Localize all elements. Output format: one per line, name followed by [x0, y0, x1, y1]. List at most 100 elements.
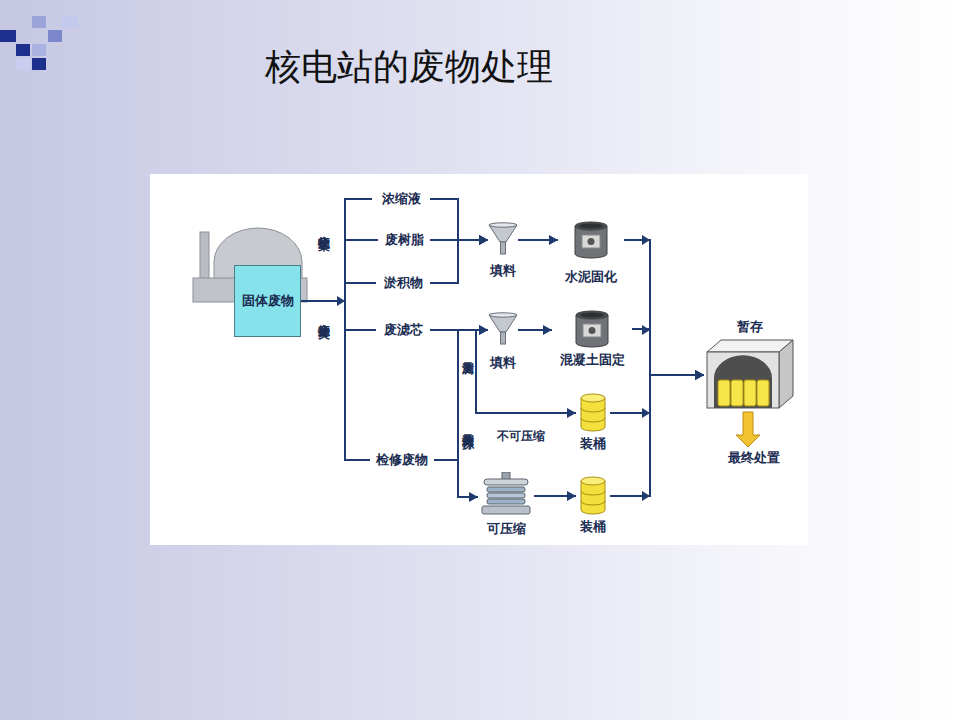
- press-node: 可压缩: [478, 472, 534, 538]
- radiation-symbol: [588, 238, 595, 245]
- connector: [624, 240, 704, 380]
- flow-line: [518, 239, 558, 241]
- compressed-layer: [487, 487, 525, 492]
- flow-line: [624, 240, 704, 375]
- funnel-node: 填料: [488, 312, 518, 372]
- barrel-node: 装桶: [576, 476, 610, 536]
- arrowhead: [479, 325, 488, 335]
- connector: [434, 460, 478, 502]
- icon-caption: 可压缩: [487, 520, 526, 538]
- stream-node: 废树脂: [378, 231, 430, 249]
- stream-label: 浓缩液: [372, 190, 430, 208]
- barrel-top: [581, 477, 605, 485]
- compressed-layer: [487, 493, 525, 498]
- funnel-spout: [501, 242, 506, 254]
- connector: [632, 329, 704, 380]
- flow-line: [610, 375, 704, 413]
- flow-line: [301, 301, 370, 460]
- press-icon: [480, 472, 532, 516]
- corner-square: [16, 44, 30, 56]
- funnel-rim: [489, 223, 517, 227]
- edge-label: 测量分拣: [461, 424, 474, 428]
- stream-label: 淤积物: [376, 274, 430, 292]
- flow-line: [632, 329, 704, 375]
- funnel-rim: [489, 313, 517, 317]
- connector: [430, 199, 488, 245]
- arrowhead: [479, 235, 488, 245]
- stream-label: 废树脂: [378, 231, 430, 249]
- connector: [430, 235, 488, 283]
- slide-title: 核电站的废物处理: [265, 44, 553, 90]
- drum-body: [575, 226, 607, 258]
- barrel-body: [581, 481, 605, 514]
- stored-barrel: [718, 380, 730, 406]
- connector: [534, 491, 576, 501]
- corner-square: [48, 30, 62, 42]
- arrowhead: [479, 325, 488, 335]
- press-plate: [484, 479, 528, 485]
- store-node: 暂存: [704, 318, 796, 412]
- barrel-icon: [579, 476, 607, 516]
- corner-squares: [0, 16, 78, 70]
- store-front: [707, 352, 779, 408]
- flow-line: [430, 330, 576, 413]
- connector: [430, 325, 488, 335]
- store-icon: [705, 338, 795, 410]
- compressed-layer: [487, 499, 525, 504]
- flow-line: [301, 283, 376, 301]
- drum-opening: [579, 223, 603, 228]
- arrowhead: [695, 370, 704, 380]
- funnel-spout: [501, 332, 506, 344]
- flow-line: [301, 240, 378, 301]
- barrel-hoops: [581, 408, 605, 422]
- arrowhead: [642, 491, 650, 501]
- connector: [610, 370, 704, 413]
- barrel-hoops: [581, 491, 605, 505]
- stream-node: 废滤芯: [376, 321, 430, 339]
- flow-line: [430, 329, 488, 331]
- stream-label: 最终处置: [720, 449, 788, 467]
- connector: [301, 199, 372, 301]
- arrowhead: [479, 235, 488, 245]
- flow-line: [518, 329, 552, 331]
- flow-line: [610, 375, 704, 496]
- arrowhead: [695, 370, 704, 380]
- chimney: [200, 232, 209, 282]
- flow-line: [534, 495, 576, 497]
- block-arrow: [736, 412, 760, 447]
- funnel-node: 填料: [488, 222, 518, 280]
- connector: [430, 235, 488, 245]
- stage-label: 废物收集: [317, 226, 330, 230]
- stream-node: 浓缩液: [372, 190, 430, 208]
- corner-square: [16, 58, 30, 70]
- drum-node: 混凝土固定: [552, 309, 632, 369]
- icon-caption: 水泥固化: [565, 268, 617, 286]
- flow-line: [430, 199, 488, 240]
- drum-label: [582, 235, 600, 248]
- stream-label: 废滤芯: [376, 321, 430, 339]
- connector: [301, 301, 376, 330]
- stream-node: 检修废物: [370, 451, 434, 469]
- stream-label: 检修废物: [370, 451, 434, 469]
- funnel-icon: [488, 312, 518, 346]
- icon-caption: 混凝土固定: [560, 351, 625, 369]
- barrel-icon: [579, 393, 607, 433]
- connector: [434, 325, 488, 460]
- trunk-arrowhead: [337, 296, 345, 306]
- icon-caption: 装桶: [580, 518, 606, 536]
- connector: [301, 240, 378, 301]
- press-base: [482, 506, 530, 514]
- arrowhead: [479, 235, 488, 245]
- connector: [430, 330, 576, 418]
- arrowhead: [642, 325, 650, 335]
- corner-square: [0, 30, 16, 42]
- flow-line: [301, 199, 372, 301]
- stream-node: 淤积物: [376, 274, 430, 292]
- arrowhead: [695, 370, 704, 380]
- edge-label: 测量: [461, 352, 474, 354]
- arrowhead: [642, 408, 650, 418]
- drum-icon: [573, 220, 609, 260]
- box-label: 固体废物: [242, 292, 294, 310]
